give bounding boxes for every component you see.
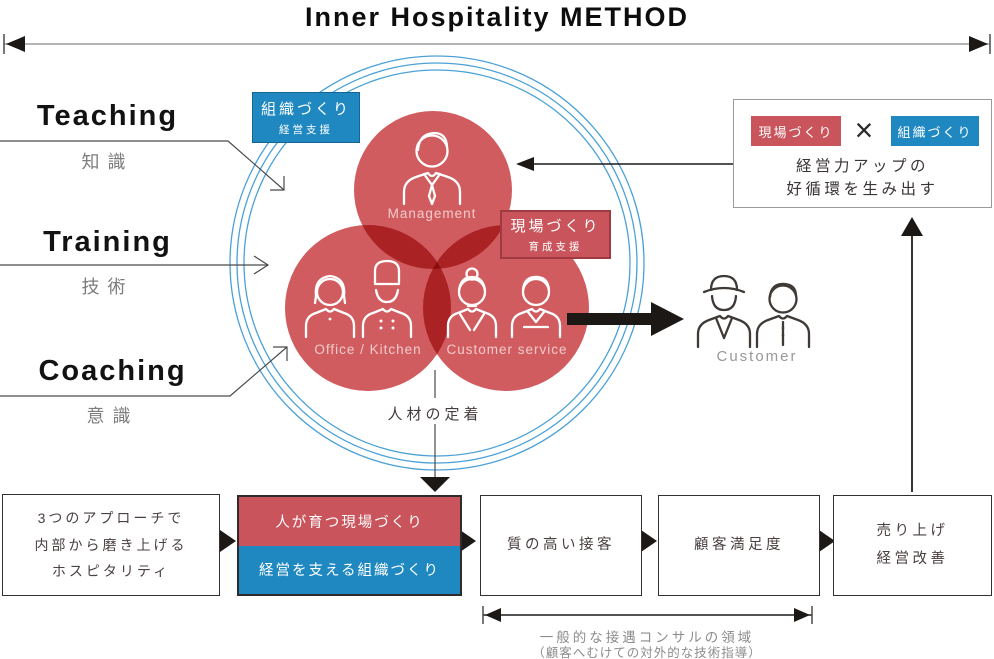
coaching-sub-label: 意識 xyxy=(86,406,139,426)
retention-arrow xyxy=(420,370,450,492)
management-label: Management xyxy=(387,206,477,221)
flow-arrow-1 xyxy=(220,530,236,552)
training-arrow xyxy=(0,255,270,275)
customer-man-icon xyxy=(696,274,752,349)
flow-box-satisfaction: 顧客満足度 xyxy=(658,495,820,596)
top-span-arrow xyxy=(3,34,991,54)
training-sub-label: 技術 xyxy=(81,277,134,297)
retention-label: 人材の定着 xyxy=(360,403,510,424)
synergy-line1: 経営力アップの xyxy=(795,158,929,175)
coaching-label: Coaching xyxy=(38,355,187,387)
office-woman-icon xyxy=(304,274,356,339)
venn-rings xyxy=(229,55,645,471)
teaching-sub-label: 知識 xyxy=(81,152,134,172)
flow-box-stacked: 人が育つ現場づくり 経営を支える組織づくり xyxy=(237,495,462,596)
synergy-box: 現場づくり × 組織づくり 経営力アップの 好循環を生み出す xyxy=(733,99,992,208)
consult-scope-line1: 一般的な接遇コンサルの領域 xyxy=(539,630,755,645)
synergy-line2: 好循環を生み出す xyxy=(786,181,939,198)
flow-box-approach-line2: 内部から磨き上げる xyxy=(34,536,188,553)
flow-box-org-blue: 経営を支える組織づくり xyxy=(239,545,460,594)
flow-box-sales-line1: 売り上げ xyxy=(876,522,949,539)
teaching-label: Teaching xyxy=(36,100,179,132)
coaching-arrow xyxy=(0,346,288,397)
flow-arrow-2 xyxy=(460,530,476,552)
management-icon xyxy=(402,131,462,206)
page-title: Inner Hospitality METHOD xyxy=(304,2,690,32)
flow-box-service: 質の高い接客 xyxy=(480,495,642,596)
sales-feedback-arrow xyxy=(901,217,923,492)
office-kitchen-circle xyxy=(285,225,451,391)
flow-box-satisfaction-label: 顧客満足度 xyxy=(694,536,784,553)
org-tag-sub: 経営支援 xyxy=(279,124,333,136)
flow-box-sales-line2: 経営改善 xyxy=(876,550,949,567)
synergy-field-tag: 現場づくり xyxy=(751,116,841,146)
flow-box-service-label: 質の高い接客 xyxy=(507,536,615,553)
org-tag-title: 組織づくり xyxy=(260,101,351,118)
teaching-arrow xyxy=(0,140,285,191)
chef-icon xyxy=(361,259,413,339)
flow-box-sales: 売り上げ 経営改善 xyxy=(833,495,992,596)
flow-box-approach: 3つのアプローチで 内部から磨き上げる ホスピタリティ xyxy=(2,494,220,596)
training-label: Training xyxy=(43,226,172,258)
customer-service-label: Customer service xyxy=(446,342,568,357)
synergy-org-tag: 組織づくり xyxy=(891,116,979,146)
service-staff-icon xyxy=(510,275,562,339)
synergy-arrow xyxy=(516,157,733,171)
customer-arrow xyxy=(567,302,684,336)
consult-scope-line2: （顧客へむけての対外的な技術指導） xyxy=(532,646,762,659)
customer-service-circle xyxy=(423,225,589,391)
field-tag-sub: 育成支援 xyxy=(528,241,583,253)
times-icon: × xyxy=(854,111,874,148)
flow-box-approach-line1: 3つのアプローチで xyxy=(37,510,185,527)
venn-circles xyxy=(285,111,589,391)
field-building-tag: 現場づくり 育成支援 xyxy=(500,210,611,259)
service-woman-icon xyxy=(446,267,498,339)
flow-arrow-3 xyxy=(641,530,657,552)
flow-box-approach-line3: ホスピタリティ xyxy=(51,563,171,580)
field-tag-title: 現場づくり xyxy=(510,218,601,235)
customer-label: Customer xyxy=(716,348,798,365)
flow-arrow-4 xyxy=(819,530,835,552)
flow-box-field-red: 人が育つ現場づくり xyxy=(239,497,460,546)
office-kitchen-label: Office / Kitchen xyxy=(314,342,422,357)
org-building-tag: 組織づくり 経営支援 xyxy=(252,92,360,143)
consult-span-arrow xyxy=(482,606,813,624)
customer-person-icon xyxy=(755,282,811,349)
